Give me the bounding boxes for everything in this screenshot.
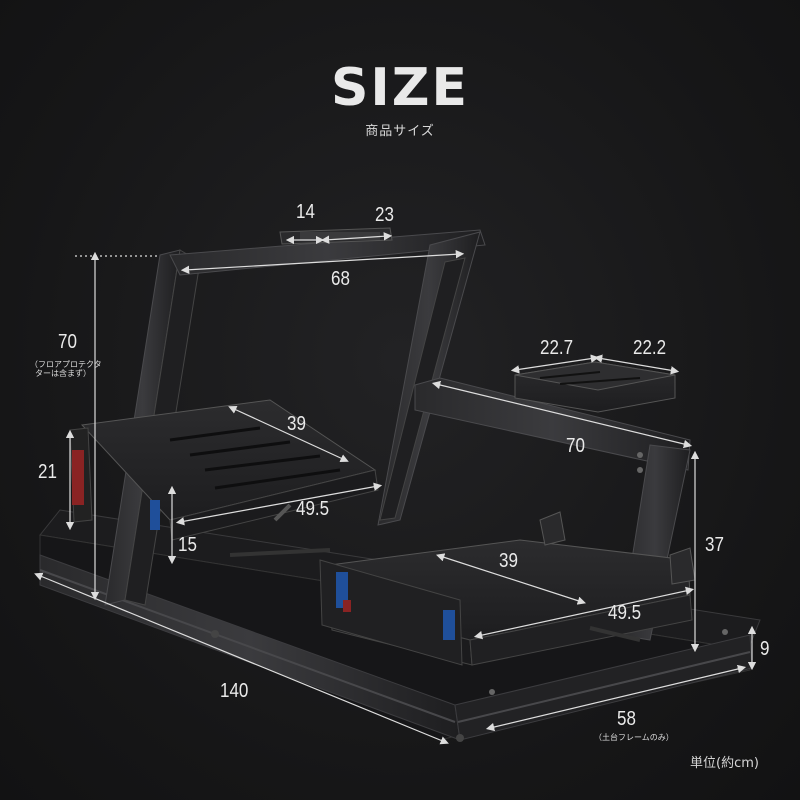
dimension-lines [34, 232, 757, 745]
dim-top-small-width: 14 [296, 201, 315, 223]
dim-shifter-plate-depth: 22.7 [540, 337, 574, 359]
page-subtitle: 商品サイズ [365, 124, 435, 139]
dim-shifter-plate-width: 22.2 [633, 337, 667, 359]
dim-line-140 [34, 572, 449, 745]
dim-line-49-seat [473, 586, 695, 640]
dim-line-22-2 [593, 354, 680, 375]
dim-pedal-bracket-height: 21 [38, 461, 57, 483]
dim-line-49-front [175, 482, 383, 526]
dim-rear-height: 37 [705, 534, 724, 556]
dim-line-68 [180, 250, 465, 274]
dim-line-39-front [228, 405, 349, 463]
dim-rear-bar-width: 70 [566, 435, 585, 457]
dim-frame-height: 70 [58, 331, 77, 353]
dim-frame-width: 68 [331, 268, 350, 290]
dim-seat-plate-width: 49.5 [608, 602, 642, 624]
dim-base-height: 9 [760, 638, 770, 660]
dim-pedal-plate-width: 49.5 [296, 498, 330, 520]
dim-line-22-7 [510, 354, 600, 374]
dim-total-length: 140 [220, 680, 249, 702]
dim-pedal-side-height: 15 [178, 534, 197, 556]
dim-pedal-plate-depth: 39 [287, 413, 306, 435]
base-width-note: （土台フレームのみ） [594, 733, 674, 742]
page-title: SIZE [330, 58, 470, 118]
dim-base-width: 58 [617, 708, 636, 730]
dim-top-small-depth: 23 [375, 204, 394, 226]
unit-label: 単位(約cm) [690, 756, 759, 771]
frame-height-note: （フロアプロテクタ ターは含まず） [30, 360, 102, 378]
dim-line-70-rear [431, 380, 693, 449]
dim-seat-plate-depth: 39 [499, 550, 518, 572]
dim-line-top-23 [320, 232, 393, 244]
dim-line-58 [485, 664, 747, 732]
